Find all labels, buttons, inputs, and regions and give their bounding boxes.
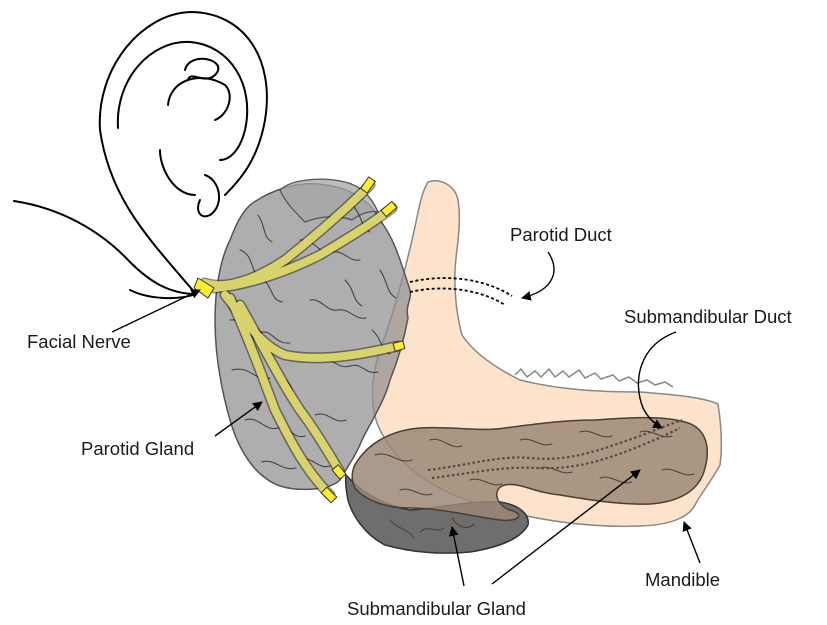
parotid-duct-label: Parotid Duct [510, 226, 612, 245]
submandibular-duct-label: Submandibular Duct [624, 308, 792, 327]
mandible-label: Mandible [645, 571, 720, 590]
parotid-duct-pointer [522, 252, 554, 298]
mandible-pointer [684, 522, 700, 563]
facial-nerve-label: Facial Nerve [27, 333, 131, 352]
submandibular-gland-label: Submandibular Gland [347, 600, 526, 619]
parotid-gland-label: Parotid Gland [81, 440, 194, 459]
facial-nerve-pointer [112, 290, 200, 332]
